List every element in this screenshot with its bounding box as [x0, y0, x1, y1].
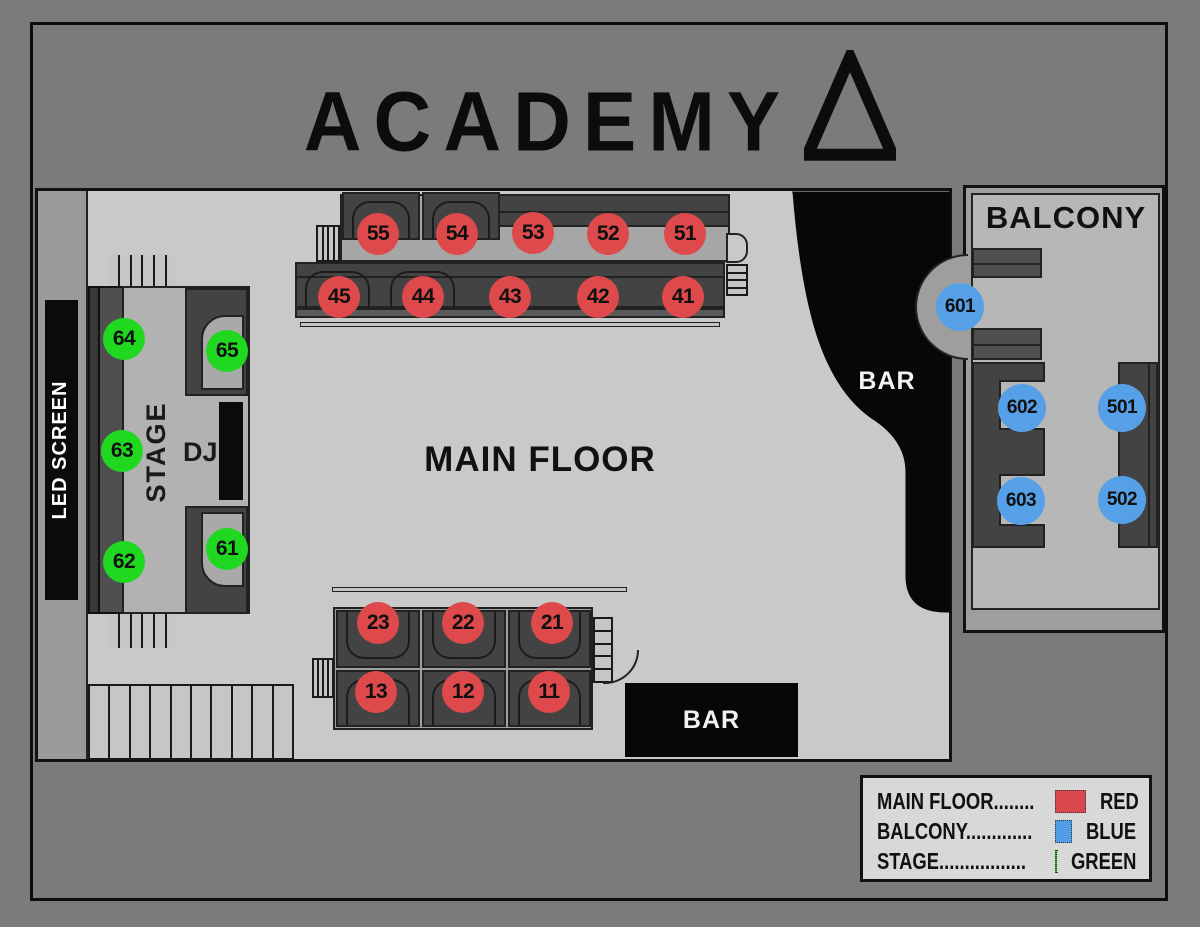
green-swatch — [1055, 849, 1057, 873]
bottom-bar-label: BAR — [682, 705, 741, 734]
table-501[interactable]: 501 — [1098, 384, 1146, 432]
table-13[interactable]: 13 — [355, 671, 397, 713]
table-12[interactable]: 12 — [442, 671, 484, 713]
stairs — [316, 225, 340, 262]
stage-label: STAGE — [141, 401, 171, 503]
table-11[interactable]: 11 — [528, 671, 570, 713]
legend-row-main-floor: MAIN FLOOR........ RED — [877, 786, 1149, 816]
booth-21 — [508, 610, 591, 668]
logo-text: ACADEMY — [303, 74, 793, 169]
legend-label: MAIN FLOOR........ — [877, 787, 1035, 814]
table-55[interactable]: 55 — [357, 213, 399, 255]
table-22[interactable]: 22 — [442, 602, 484, 644]
led-screen-label: LED SCREEN — [49, 380, 71, 520]
bench-601-upper — [972, 248, 1042, 278]
legend-label: STAGE................. — [877, 847, 1026, 874]
legend-value: RED — [1100, 787, 1140, 814]
table-54[interactable]: 54 — [436, 213, 478, 255]
stairs — [88, 684, 294, 760]
table-21[interactable]: 21 — [531, 602, 573, 644]
stairs — [312, 658, 334, 698]
right-bar — [792, 191, 951, 613]
table-62[interactable]: 62 — [103, 541, 145, 583]
table-63[interactable]: 63 — [101, 430, 143, 472]
led-screen — [45, 300, 78, 600]
table-61[interactable]: 61 — [206, 528, 248, 570]
triangle-icon — [804, 50, 897, 161]
outer-frame — [30, 22, 1168, 901]
academy-logo: ACADEMY — [0, 50, 1200, 169]
legend-label: BALCONY............. — [877, 817, 1033, 844]
table-502[interactable]: 502 — [1098, 476, 1146, 524]
bottom-bar: BAR — [625, 683, 798, 757]
table-23[interactable]: 23 — [357, 602, 399, 644]
table-53[interactable]: 53 — [512, 212, 554, 254]
stairs — [108, 614, 177, 648]
table-52[interactable]: 52 — [587, 213, 629, 255]
legend-row-balcony: BALCONY............. BLUE — [877, 816, 1149, 846]
railing — [332, 587, 627, 592]
dj-label: DJ — [183, 437, 218, 467]
legend-value: BLUE — [1086, 817, 1137, 844]
railing — [300, 322, 720, 327]
red-swatch — [1055, 789, 1087, 813]
stairs — [108, 255, 177, 288]
balcony-label: BALCONY — [985, 200, 1147, 235]
table-602[interactable]: 602 — [998, 384, 1046, 432]
legend-row-stage: STAGE................. GREEN — [877, 846, 1149, 876]
blue-swatch — [1055, 819, 1073, 843]
table-65[interactable]: 65 — [206, 330, 248, 372]
table-603[interactable]: 603 — [997, 477, 1045, 525]
main-floor-label: MAIN FLOOR — [424, 440, 656, 479]
table-64[interactable]: 64 — [103, 318, 145, 360]
bench-601-lower — [972, 328, 1042, 360]
platform-tab — [726, 233, 748, 263]
booth-45 — [297, 264, 378, 308]
table-45[interactable]: 45 — [318, 276, 360, 318]
booth-44 — [382, 264, 463, 308]
dj-booth — [219, 402, 243, 500]
table-601[interactable]: 601 — [936, 283, 984, 331]
table-42[interactable]: 42 — [577, 276, 619, 318]
legend: MAIN FLOOR........ RED BALCONY..........… — [860, 775, 1152, 882]
table-44[interactable]: 44 — [402, 276, 444, 318]
table-41[interactable]: 41 — [662, 276, 704, 318]
right-bar-label: BAR — [858, 367, 916, 395]
table-51[interactable]: 51 — [664, 213, 706, 255]
table-43[interactable]: 43 — [489, 276, 531, 318]
stairs — [726, 264, 748, 296]
legend-value: GREEN — [1071, 847, 1137, 874]
